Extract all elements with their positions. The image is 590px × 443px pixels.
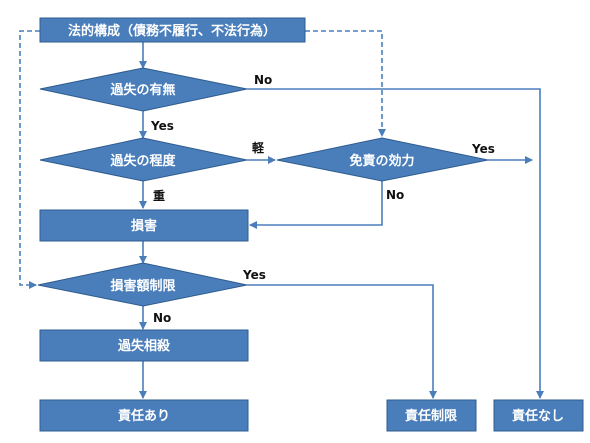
edge-dashed-to-exemption — [305, 30, 386, 137]
label-negligence-yes: Yes — [150, 119, 174, 133]
edge-limit-yes — [247, 284, 437, 399]
node-negligence-degree-label: 過失の程度 — [109, 153, 176, 169]
node-exemption-effect: 免責の効力 — [276, 137, 489, 182]
label-exemption-yes: Yes — [471, 142, 495, 156]
label-negligence-no: No — [254, 73, 272, 87]
edge-negligence-no — [247, 88, 544, 399]
node-negligence-exists: 過失の有無 — [39, 67, 248, 112]
node-liable-label: 責任あり — [118, 408, 170, 424]
node-limited-liability-label: 責任制限 — [405, 408, 458, 424]
node-exemption-effect-label: 免責の効力 — [349, 153, 414, 169]
node-liable: 責任あり — [39, 399, 249, 432]
node-limited-liability: 責任制限 — [386, 399, 477, 432]
edge-dashed-to-limit — [19, 30, 40, 289]
node-damage: 損害 — [39, 209, 249, 242]
node-negligence-exists-label: 過失の有無 — [109, 82, 175, 98]
node-comparative-negligence-label: 過失相殺 — [117, 338, 171, 354]
label-degree-heavy: 重 — [153, 188, 165, 203]
label-exemption-no: No — [386, 188, 404, 202]
label-limit-yes: Yes — [242, 268, 266, 282]
connectors — [19, 30, 544, 399]
node-damage-limit-label: 損害額制限 — [110, 278, 176, 294]
node-comparative-negligence: 過失相殺 — [39, 329, 249, 362]
node-legal-structure-label: 法的構成（債務不履行、不法行為） — [68, 23, 276, 39]
label-degree-light: 軽 — [252, 140, 265, 155]
node-no-liability-label: 責任なし — [512, 408, 564, 424]
node-legal-structure: 法的構成（債務不履行、不法行為） — [39, 17, 306, 43]
node-damage-limit: 損害額制限 — [37, 262, 248, 307]
node-damage-label: 損害 — [131, 218, 157, 234]
edge-exemption-no — [249, 181, 383, 229]
node-negligence-degree: 過失の程度 — [39, 137, 248, 182]
edge-labels: No Yes 軽 重 Yes No Yes No — [150, 73, 495, 325]
label-limit-no: No — [153, 311, 171, 325]
node-no-liability: 責任なし — [493, 399, 584, 432]
